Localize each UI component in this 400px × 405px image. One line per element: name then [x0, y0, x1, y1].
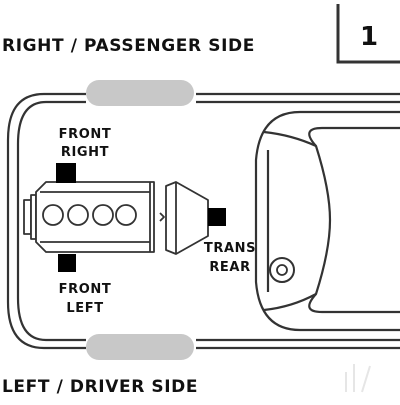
- engine-cylinders: [42, 204, 137, 226]
- left-driver-side-label: LEFT / DRIVER SIDE: [2, 377, 198, 397]
- rear-mount-indicator: [269, 257, 295, 283]
- cylinder-1: [42, 204, 64, 226]
- trans-rear-mount: [208, 208, 226, 226]
- trans-rear-label-line2: REAR: [209, 260, 250, 275]
- front-right-label-line1: FRONT: [59, 127, 112, 142]
- car-body-outline: [6, 92, 400, 350]
- page-number-box: 1: [336, 4, 400, 64]
- front-left-label-line1: FRONT: [59, 282, 112, 297]
- front-right-label: FRONT RIGHT: [59, 127, 112, 160]
- cylinder-4: [115, 204, 137, 226]
- right-passenger-side-label: RIGHT / PASSENGER SIDE: [2, 36, 255, 56]
- front-left-tire: [86, 334, 194, 360]
- front-left-mount: [58, 254, 76, 272]
- front-right-mount: [56, 163, 76, 183]
- trans-rear-label-line1: TRANS: [204, 241, 256, 256]
- trans-rear-label: TRANS REAR: [204, 241, 256, 275]
- watermark-glyph: [345, 364, 371, 393]
- front-left-label: FRONT LEFT: [59, 282, 112, 316]
- front-right-tire: [86, 80, 194, 106]
- page-number: 1: [360, 22, 378, 52]
- cylinder-3: [92, 204, 114, 226]
- front-left-label-line2: LEFT: [66, 301, 103, 316]
- front-right-label-line2: RIGHT: [61, 145, 109, 160]
- transmission: [159, 181, 209, 255]
- windshield-outline: [254, 110, 400, 332]
- cylinder-2: [67, 204, 89, 226]
